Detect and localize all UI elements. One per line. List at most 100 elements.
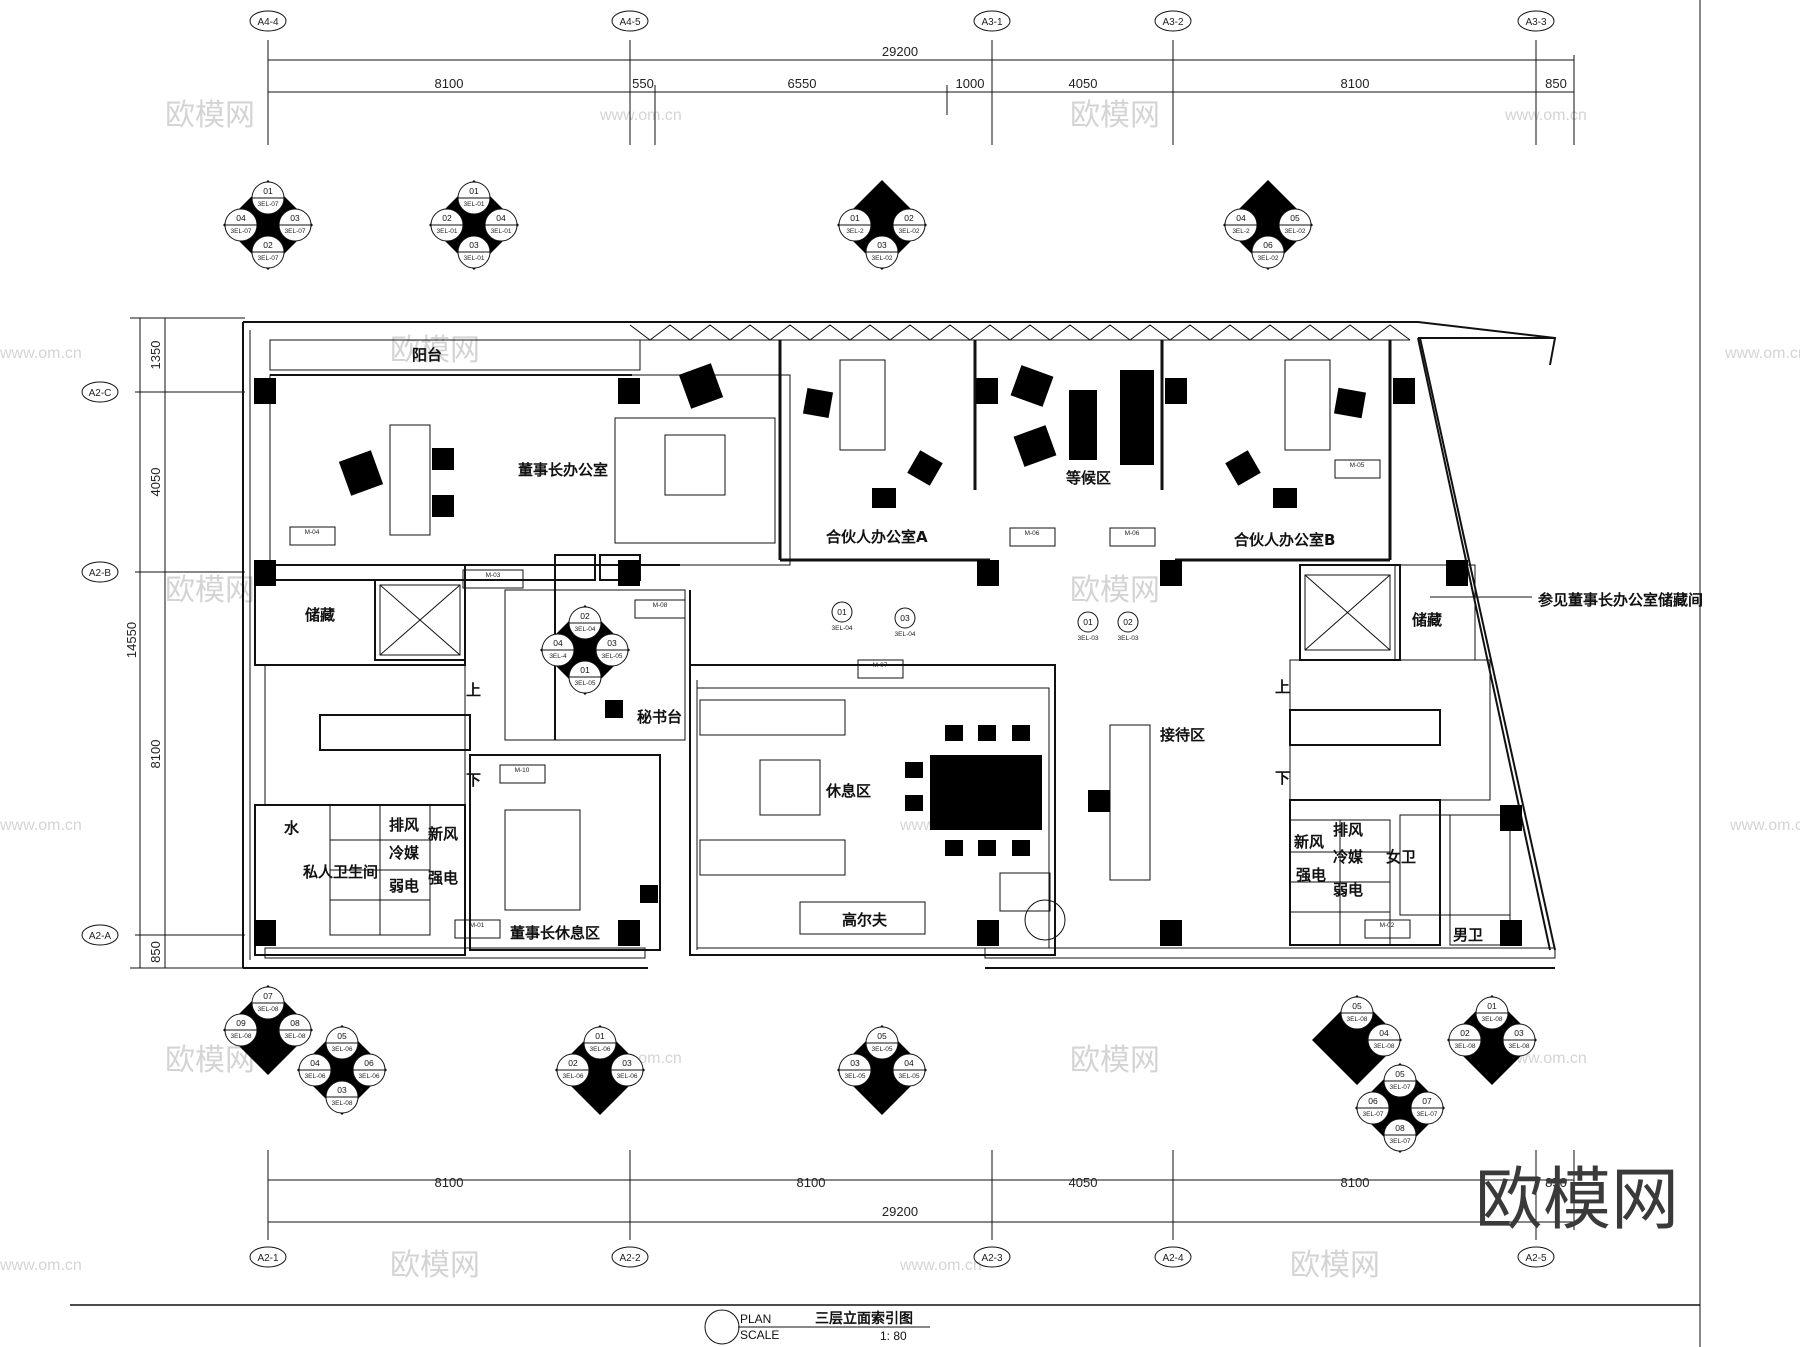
svg-text:01: 01	[837, 607, 847, 617]
marker-number: 03	[469, 240, 479, 250]
elevation-index-markers: 01 3EL-07 04 3EL-07 03 3EL-07 02 3EL-07 01 3EL-01…	[223, 180, 1537, 1153]
dim-seg: 8100	[1341, 1175, 1370, 1190]
marker-sheet: 3EL-06	[590, 1046, 611, 1053]
marker-number: 01	[263, 186, 273, 196]
marker-number: 01	[595, 1031, 605, 1041]
svg-text:A2-1: A2-1	[257, 1253, 279, 1264]
marker-number: 02	[904, 213, 914, 223]
marker-sheet: 3EL-07	[1417, 1111, 1438, 1118]
watermark-url: www.om.cn	[0, 817, 82, 834]
door-tags: M-03 M-08 M-06 M-06 M-05 M-07 M-10 M-01 …	[289, 459, 1411, 939]
dim-seg: 1000	[956, 76, 985, 91]
label-exhaust: 排风	[389, 816, 419, 834]
door-tag: M-02	[1364, 919, 1411, 939]
marker-number: 06	[1263, 240, 1273, 250]
watermark-url: www.om.cn	[0, 345, 82, 362]
door-tag: M-06	[1109, 527, 1156, 547]
marker-sheet: 3EL-01	[437, 228, 458, 235]
marker-sheet: 3EL-08	[1374, 1043, 1395, 1050]
dim-seg: 8100	[435, 76, 464, 91]
label-female-wc: 女卫	[1386, 848, 1416, 866]
marker-sheet: 3EL-06	[305, 1073, 326, 1080]
watermark-url: www.om.cn	[1724, 345, 1800, 362]
marker-number: 02	[1460, 1028, 1470, 1038]
marker-sheet: 3EL-06	[359, 1073, 380, 1080]
marker-sheet: 3EL-2	[1232, 228, 1250, 235]
svg-text:M-01: M-01	[470, 922, 485, 929]
marker-sheet: 3EL-07	[258, 201, 279, 208]
dim-seg: 8100	[148, 740, 163, 769]
label-chairman-rest: 董事长休息区	[510, 924, 600, 942]
label-balcony: 阳台	[412, 346, 442, 364]
marker-sheet: 3EL-08	[231, 1033, 252, 1040]
svg-text:M-05: M-05	[1350, 462, 1365, 469]
marker-sheet: 3EL-05	[845, 1073, 866, 1080]
dim-seg: 550	[632, 76, 654, 91]
marker-number: 03	[622, 1058, 632, 1068]
label-stair-down-r: 下	[1275, 769, 1290, 787]
marker-number: 04	[236, 213, 246, 223]
door-tag: M-08	[634, 599, 686, 619]
door-tag: M-04	[289, 526, 336, 546]
marker-sheet: 3EL-07	[1390, 1084, 1411, 1091]
marker-number: 01	[850, 213, 860, 223]
label-storage-right: 储藏	[1412, 611, 1442, 629]
label-secretary-desk: 秘书台	[637, 708, 682, 726]
label-fresh-air: 新风	[428, 825, 458, 843]
marker-sheet: 3EL-07	[258, 255, 279, 262]
marker-sheet: 3EL-02	[899, 228, 920, 235]
watermark-url: www.om.cn	[1729, 817, 1800, 834]
drawing-scale: 1: 80	[880, 1329, 907, 1343]
axis-bubble-bottom: A2-2	[611, 1246, 649, 1268]
svg-text:01: 01	[1083, 617, 1093, 627]
label-low-voltage: 弱电	[389, 877, 419, 895]
label-chairman-office: 董事长办公室	[518, 461, 608, 479]
axis-bubble-top: A3-1	[973, 10, 1011, 32]
label-fresh-air-r: 新风	[1294, 833, 1324, 851]
marker-number: 03	[290, 213, 300, 223]
svg-text:3EL-03: 3EL-03	[1078, 635, 1099, 642]
dim-seg: 850	[148, 941, 163, 963]
svg-text:A4-4: A4-4	[257, 17, 279, 28]
marker-number: 01	[469, 186, 479, 196]
watermark-layer: 欧模网 www.om.cn 欧模网 www.om.cn www.om.cn 欧模…	[0, 98, 1800, 1283]
small-marker: 01 02 3EL-03 3EL-03	[1077, 611, 1139, 642]
marker-number: 03	[337, 1085, 347, 1095]
marker-number: 07	[263, 991, 273, 1001]
marker-sheet: 3EL-05	[872, 1046, 893, 1053]
axis-bubble-bottom: A2-1	[249, 1246, 287, 1268]
marker-number: 04	[310, 1058, 320, 1068]
dim-total-left: 14550	[124, 622, 139, 658]
dim-seg: 6550	[788, 76, 817, 91]
small-elevation-markers: 01 3EL-04 03 3EL-04 01 02 3EL-03 3EL-03	[831, 601, 1139, 642]
svg-text:M-03: M-03	[486, 572, 501, 579]
marker-sheet: 3EL-08	[1455, 1043, 1476, 1050]
marker-sheet: 3EL-07	[285, 228, 306, 235]
dim-seg: 8100	[435, 1175, 464, 1190]
marker-sheet: 3EL-05	[575, 680, 596, 687]
label-stair-down-l: 下	[466, 771, 481, 789]
watermark-text: 欧模网	[1070, 1043, 1160, 1078]
label-exhaust-r: 排风	[1333, 821, 1363, 839]
label-refrigerant-r: 冷媒	[1333, 848, 1364, 866]
marker-sheet: 3EL-08	[1482, 1016, 1503, 1023]
marker-sheet: 3EL-06	[332, 1046, 353, 1053]
marker-number: 05	[337, 1031, 347, 1041]
door-tag: M-01	[454, 919, 501, 939]
marker-number: 05	[1290, 213, 1300, 223]
door-tag: M-07	[857, 659, 904, 679]
axis-bubble-bottom: A2-5	[1517, 1246, 1555, 1268]
marker-number: 02	[580, 611, 590, 621]
label-waiting-area: 等候区	[1066, 469, 1111, 487]
dim-seg: 4050	[1069, 76, 1098, 91]
svg-text:A3-2: A3-2	[1162, 17, 1184, 28]
marker-sheet: 3EL-08	[332, 1100, 353, 1107]
marker-sheet: 3EL-05	[899, 1073, 920, 1080]
svg-text:3EL-03: 3EL-03	[1118, 635, 1139, 642]
marker-number: 02	[442, 213, 452, 223]
door-tag: M-03	[462, 569, 524, 589]
